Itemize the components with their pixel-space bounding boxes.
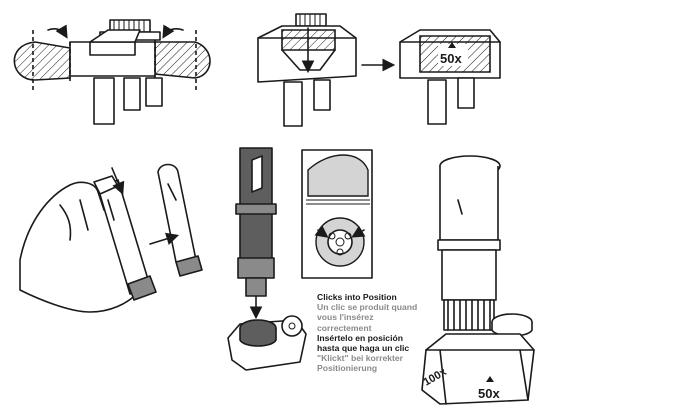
- folded-stand-step: [257, 13, 357, 127]
- click-caption: Clicks into Position Un clic se produit …: [317, 292, 487, 374]
- caption-german-1: "Klickt" bei korrekter: [317, 353, 404, 364]
- fold-stand-step: [13, 19, 211, 125]
- caption-english: Clicks into Position: [317, 292, 397, 302]
- caption-french-3: correctement: [317, 322, 372, 333]
- microscope-base: [421, 333, 535, 405]
- stand-body: [69, 41, 156, 77]
- caption-french-1: Un clic se produit quand: [317, 302, 418, 313]
- caption-french-2: vous l'insérez: [317, 312, 374, 323]
- insert-tube-step: [19, 163, 203, 313]
- magnification-label-50x: 50x: [440, 51, 462, 66]
- objective-leg: [93, 77, 115, 125]
- left-wing: [13, 41, 71, 81]
- click-into-position-step: [227, 147, 373, 371]
- stand-50x-step: 50x: [399, 29, 501, 125]
- caption-spanish-1: Insértelo en posición: [317, 332, 403, 343]
- assembled-microscope: 50x 100x: [421, 155, 535, 405]
- right-wing: [154, 41, 211, 79]
- base-label-50x: 50x: [478, 386, 500, 401]
- tube-side-view: [157, 163, 197, 267]
- caption-german-2: Positionierung: [317, 363, 378, 374]
- caption-spanish-2: hasta que haga un clic: [317, 343, 410, 354]
